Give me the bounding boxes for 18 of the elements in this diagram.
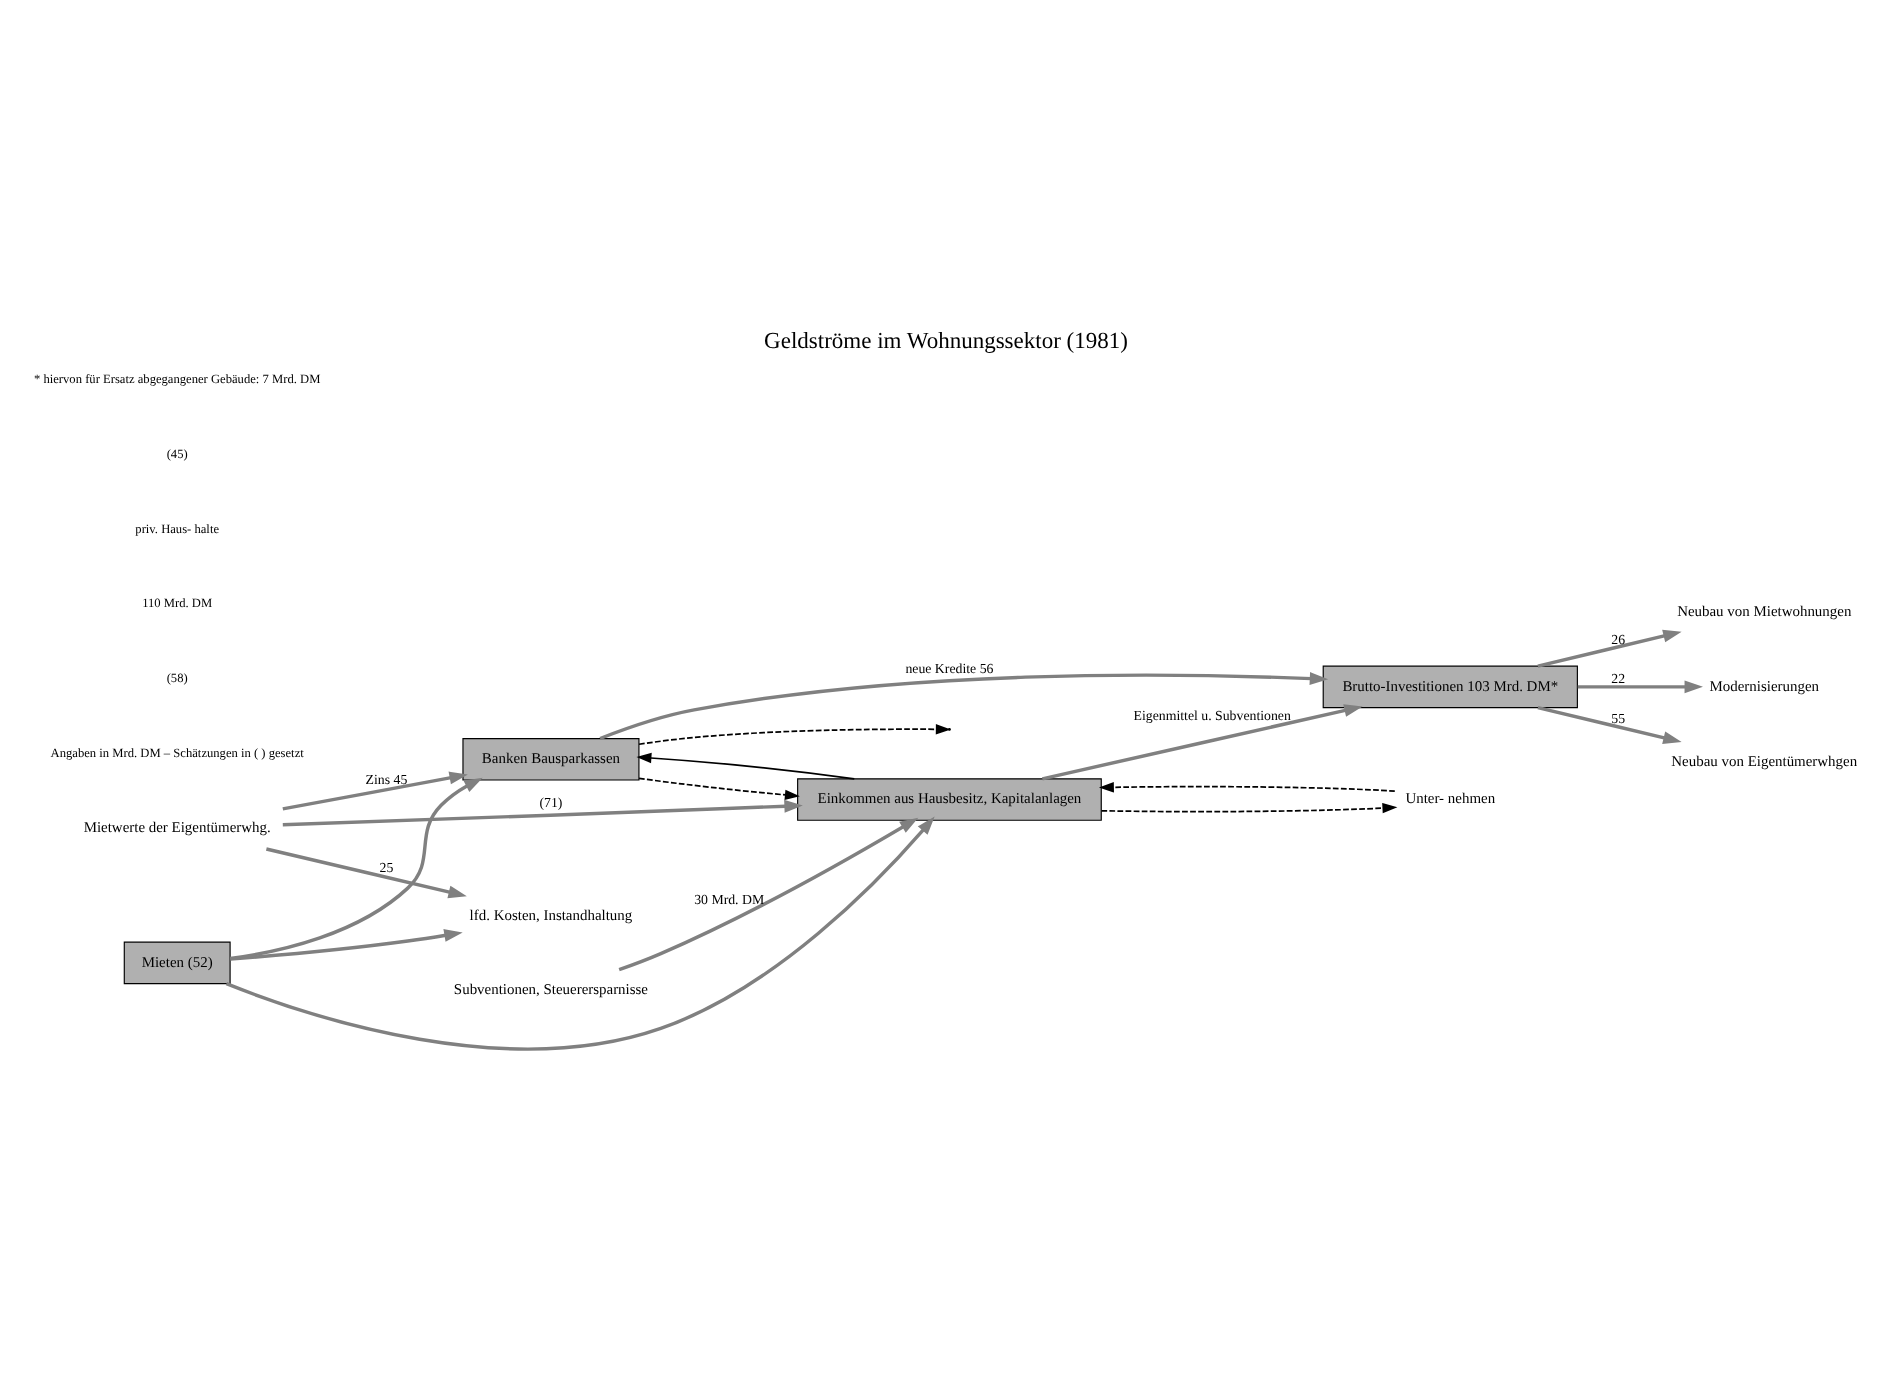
arrow: [282, 799, 803, 827]
arrow: [282, 771, 468, 811]
arrow: [265, 847, 467, 899]
arrow: [230, 929, 463, 961]
arrow: [638, 777, 800, 801]
arrow: [638, 724, 951, 746]
arrow: [618, 817, 919, 972]
diagram-title: Geldströme im Wohnungssektor (1981): [764, 329, 1128, 354]
arrow: [230, 777, 483, 961]
arrow: [636, 752, 856, 780]
arrow: [1100, 802, 1398, 814]
arrow: [1537, 629, 1682, 668]
arrow: [225, 816, 935, 1051]
arrow: [1537, 705, 1682, 745]
arrow: [1041, 704, 1363, 781]
arrow: [1098, 782, 1396, 793]
arrow: [1577, 680, 1703, 694]
arrow: [599, 672, 1329, 741]
